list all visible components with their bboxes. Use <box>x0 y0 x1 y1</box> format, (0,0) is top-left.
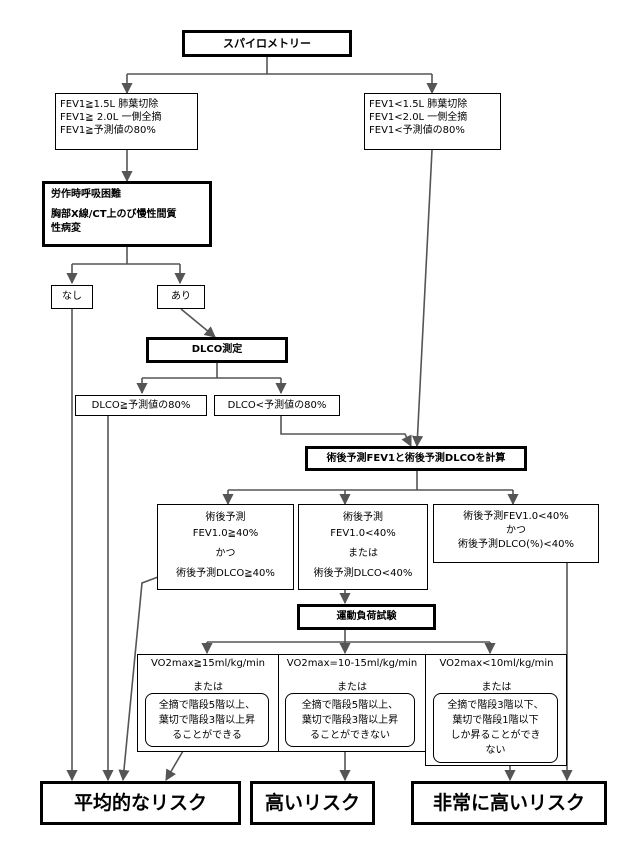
dlco-low-box: DLCO<予測値の80% <box>214 395 340 416</box>
present-box: あり <box>157 285 205 309</box>
stairs-line: ることができる <box>172 730 242 741</box>
ppo-low-risk-line: 術後予測 <box>205 512 246 523</box>
dyspnea-line: 性病変 <box>51 223 81 234</box>
exercise-or-label: または <box>481 682 512 693</box>
spirometry-normal-line: FEV1≧予測値の80% <box>60 125 156 136</box>
very-high-risk-label: 非常に高いリスク <box>432 792 585 814</box>
exercise-test-label: 運動負荷試験 <box>336 611 397 622</box>
calc-label: 術後予測FEV1と術後予測DLCOを計算 <box>326 453 506 464</box>
exercise-test-box: 運動負荷試験 <box>297 604 436 630</box>
spirometry-low-line: FEV1<2.0L 一側全摘 <box>369 112 468 123</box>
spirometry-low-line: FEV1<予測値の80% <box>369 125 465 136</box>
dyspnea-line: 労作時呼吸困難 <box>51 189 121 200</box>
stairs-mid-capacity-box: 全摘で階段5階以上、 葉切で階段3階以上昇 ることができない <box>285 693 415 747</box>
stairs-line: 葉切で階段3階以上昇 <box>158 715 256 726</box>
ppo-low-risk-line: 術後予測DLCO≧40% <box>176 568 275 579</box>
average-risk-label: 平均的なリスク <box>73 792 207 814</box>
vo2-high-header: VO2max≧15ml/kg/min <box>150 658 266 669</box>
present-label: あり <box>171 291 191 302</box>
ppo-low-risk-box: 術後予測 FEV1.0≧40% かつ 術後予測DLCO≧40% <box>157 504 294 590</box>
ppo-high-risk-line: 術後予測DLCO(%)<40% <box>457 539 575 550</box>
spirometry-normal-box: FEV1≧1.5L 肺葉切除 FEV1≧ 2.0L 一側全摘 FEV1≧予測値の… <box>55 93 198 150</box>
stairs-line: 全摘で階段5階以上、 <box>158 700 256 711</box>
ppo-high-risk-line: かつ <box>506 525 526 536</box>
calc-box: 術後予測FEV1と術後予測DLCOを計算 <box>305 446 527 471</box>
spirometry-low-line: FEV1<1.5L 肺葉切除 <box>369 99 468 110</box>
stairs-line: ない <box>485 745 506 756</box>
exercise-low-capacity: VO2max<10ml/kg/min または <box>426 658 567 693</box>
spirometry-title: スパイロメトリー <box>223 37 311 50</box>
stairs-line: 葉切で階段3階以上昇 <box>301 715 399 726</box>
high-risk-label: 高いリスク <box>264 792 360 814</box>
dlco-high-label: DLCO≧予測値の80% <box>91 400 191 411</box>
dlco-test-label: DLCO測定 <box>191 344 243 355</box>
stairs-line: 全摘で階段5階以上、 <box>301 700 399 711</box>
spirometry-title-box: スパイロメトリー <box>182 30 352 57</box>
spirometry-normal-line: FEV1≧ 2.0L 一側全摘 <box>60 112 162 123</box>
dyspnea-box: 労作時呼吸困難 胸部X線/CT上のび慢性間質 性病変 <box>42 181 212 247</box>
dlco-test-box: DLCO測定 <box>146 337 288 363</box>
very-high-risk-box: 非常に高いリスク <box>411 781 607 825</box>
stairs-line: 葉切で階段1階以下 <box>452 715 539 726</box>
dlco-low-label: DLCO<予測値の80% <box>227 400 327 411</box>
stairs-low-capacity-box: 全摘で階段3階以下、 葉切で階段1階以下 しか昇ることができ ない <box>433 693 558 763</box>
ppo-low-risk-line: かつ <box>215 548 236 559</box>
dlco-high-box: DLCO≧予測値の80% <box>75 395 207 416</box>
exercise-high-capacity: VO2max≧15ml/kg/min または <box>138 658 278 693</box>
stairs-line: しか昇ることができ <box>450 730 541 741</box>
high-risk-box: 高いリスク <box>250 781 375 825</box>
exercise-or-label: または <box>193 682 223 693</box>
dyspnea-line: 胸部X線/CT上のび慢性間質 <box>51 209 177 220</box>
ppo-low-risk-line: FEV1.0≧40% <box>192 528 259 539</box>
average-risk-box: 平均的なリスク <box>40 781 241 825</box>
ppo-mid-risk-box: 術後予測 FEV1.0<40% または 術後予測DLCO<40% <box>298 504 428 590</box>
ppo-high-risk-line: 術後予測FEV1.0<40% <box>463 511 569 522</box>
exercise-or-label: または <box>337 682 367 693</box>
ppo-high-risk-box: 術後予測FEV1.0<40% かつ 術後予測DLCO(%)<40% <box>433 504 599 563</box>
stairs-line: ることができない <box>310 730 390 741</box>
exercise-results-divider <box>425 654 426 766</box>
ppo-mid-risk-line: 術後予測 <box>343 512 383 523</box>
vo2-mid-header: VO2max=10-15ml/kg/min <box>286 658 418 669</box>
ppo-mid-risk-line: または <box>348 548 378 559</box>
exercise-results-divider <box>278 654 279 752</box>
vo2-low-header: VO2max<10ml/kg/min <box>439 658 554 669</box>
stairs-line: 全摘で階段3階以下、 <box>447 700 544 711</box>
spirometry-normal-line: FEV1≧1.5L 肺葉切除 <box>60 99 159 110</box>
none-box: なし <box>51 285 93 309</box>
exercise-mid-capacity: VO2max=10-15ml/kg/min または <box>279 658 425 693</box>
stairs-high-capacity-box: 全摘で階段5階以上、 葉切で階段3階以上昇 ることができる <box>145 693 269 747</box>
ppo-mid-risk-line: 術後予測DLCO<40% <box>313 568 413 579</box>
none-label: なし <box>62 291 82 302</box>
spirometry-low-box: FEV1<1.5L 肺葉切除 FEV1<2.0L 一側全摘 FEV1<予測値の8… <box>364 93 501 150</box>
ppo-mid-risk-line: FEV1.0<40% <box>330 528 396 539</box>
